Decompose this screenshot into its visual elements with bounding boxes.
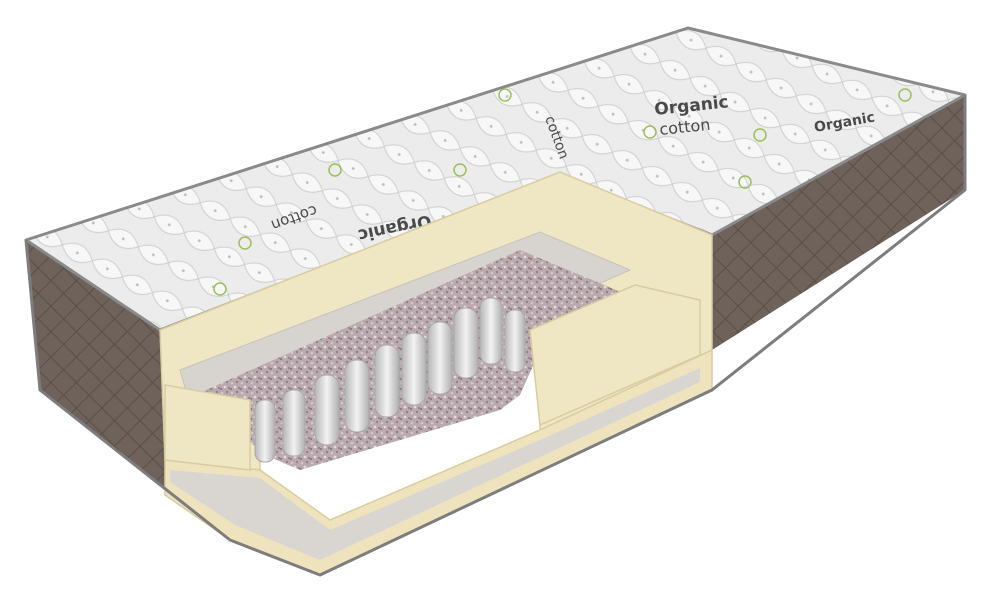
cotton-flower-icon bbox=[213, 282, 227, 296]
pocket-springs bbox=[254, 297, 526, 463]
foam-inner-block bbox=[529, 284, 701, 427]
cotton-flower-icon bbox=[738, 175, 752, 189]
mattress-side-right bbox=[712, 95, 965, 350]
spring-coil bbox=[504, 309, 526, 373]
spring-coil bbox=[344, 359, 370, 433]
cotton-flower-icon bbox=[328, 163, 342, 177]
spring-coil bbox=[374, 344, 400, 418]
cotton-flower-icon bbox=[238, 236, 252, 250]
cotton-flower-icon bbox=[453, 163, 467, 177]
spring-coil bbox=[254, 399, 276, 463]
felt-layer-bottom bbox=[170, 368, 700, 560]
spring-coil bbox=[401, 332, 427, 406]
cotton-flower-icons bbox=[213, 88, 912, 296]
spring-coil bbox=[479, 297, 503, 365]
foam-left-block bbox=[164, 384, 251, 471]
cotton-flower-icon bbox=[498, 88, 512, 102]
cotton-flower-icon bbox=[753, 128, 767, 142]
edge-piping bbox=[24, 95, 967, 577]
spring-coil bbox=[427, 321, 453, 395]
cotton-flower-icon bbox=[643, 125, 657, 139]
cotton-flower-icon bbox=[898, 88, 912, 102]
spring-coil bbox=[453, 307, 479, 379]
spring-coil bbox=[314, 374, 340, 446]
spring-coil bbox=[282, 389, 306, 457]
